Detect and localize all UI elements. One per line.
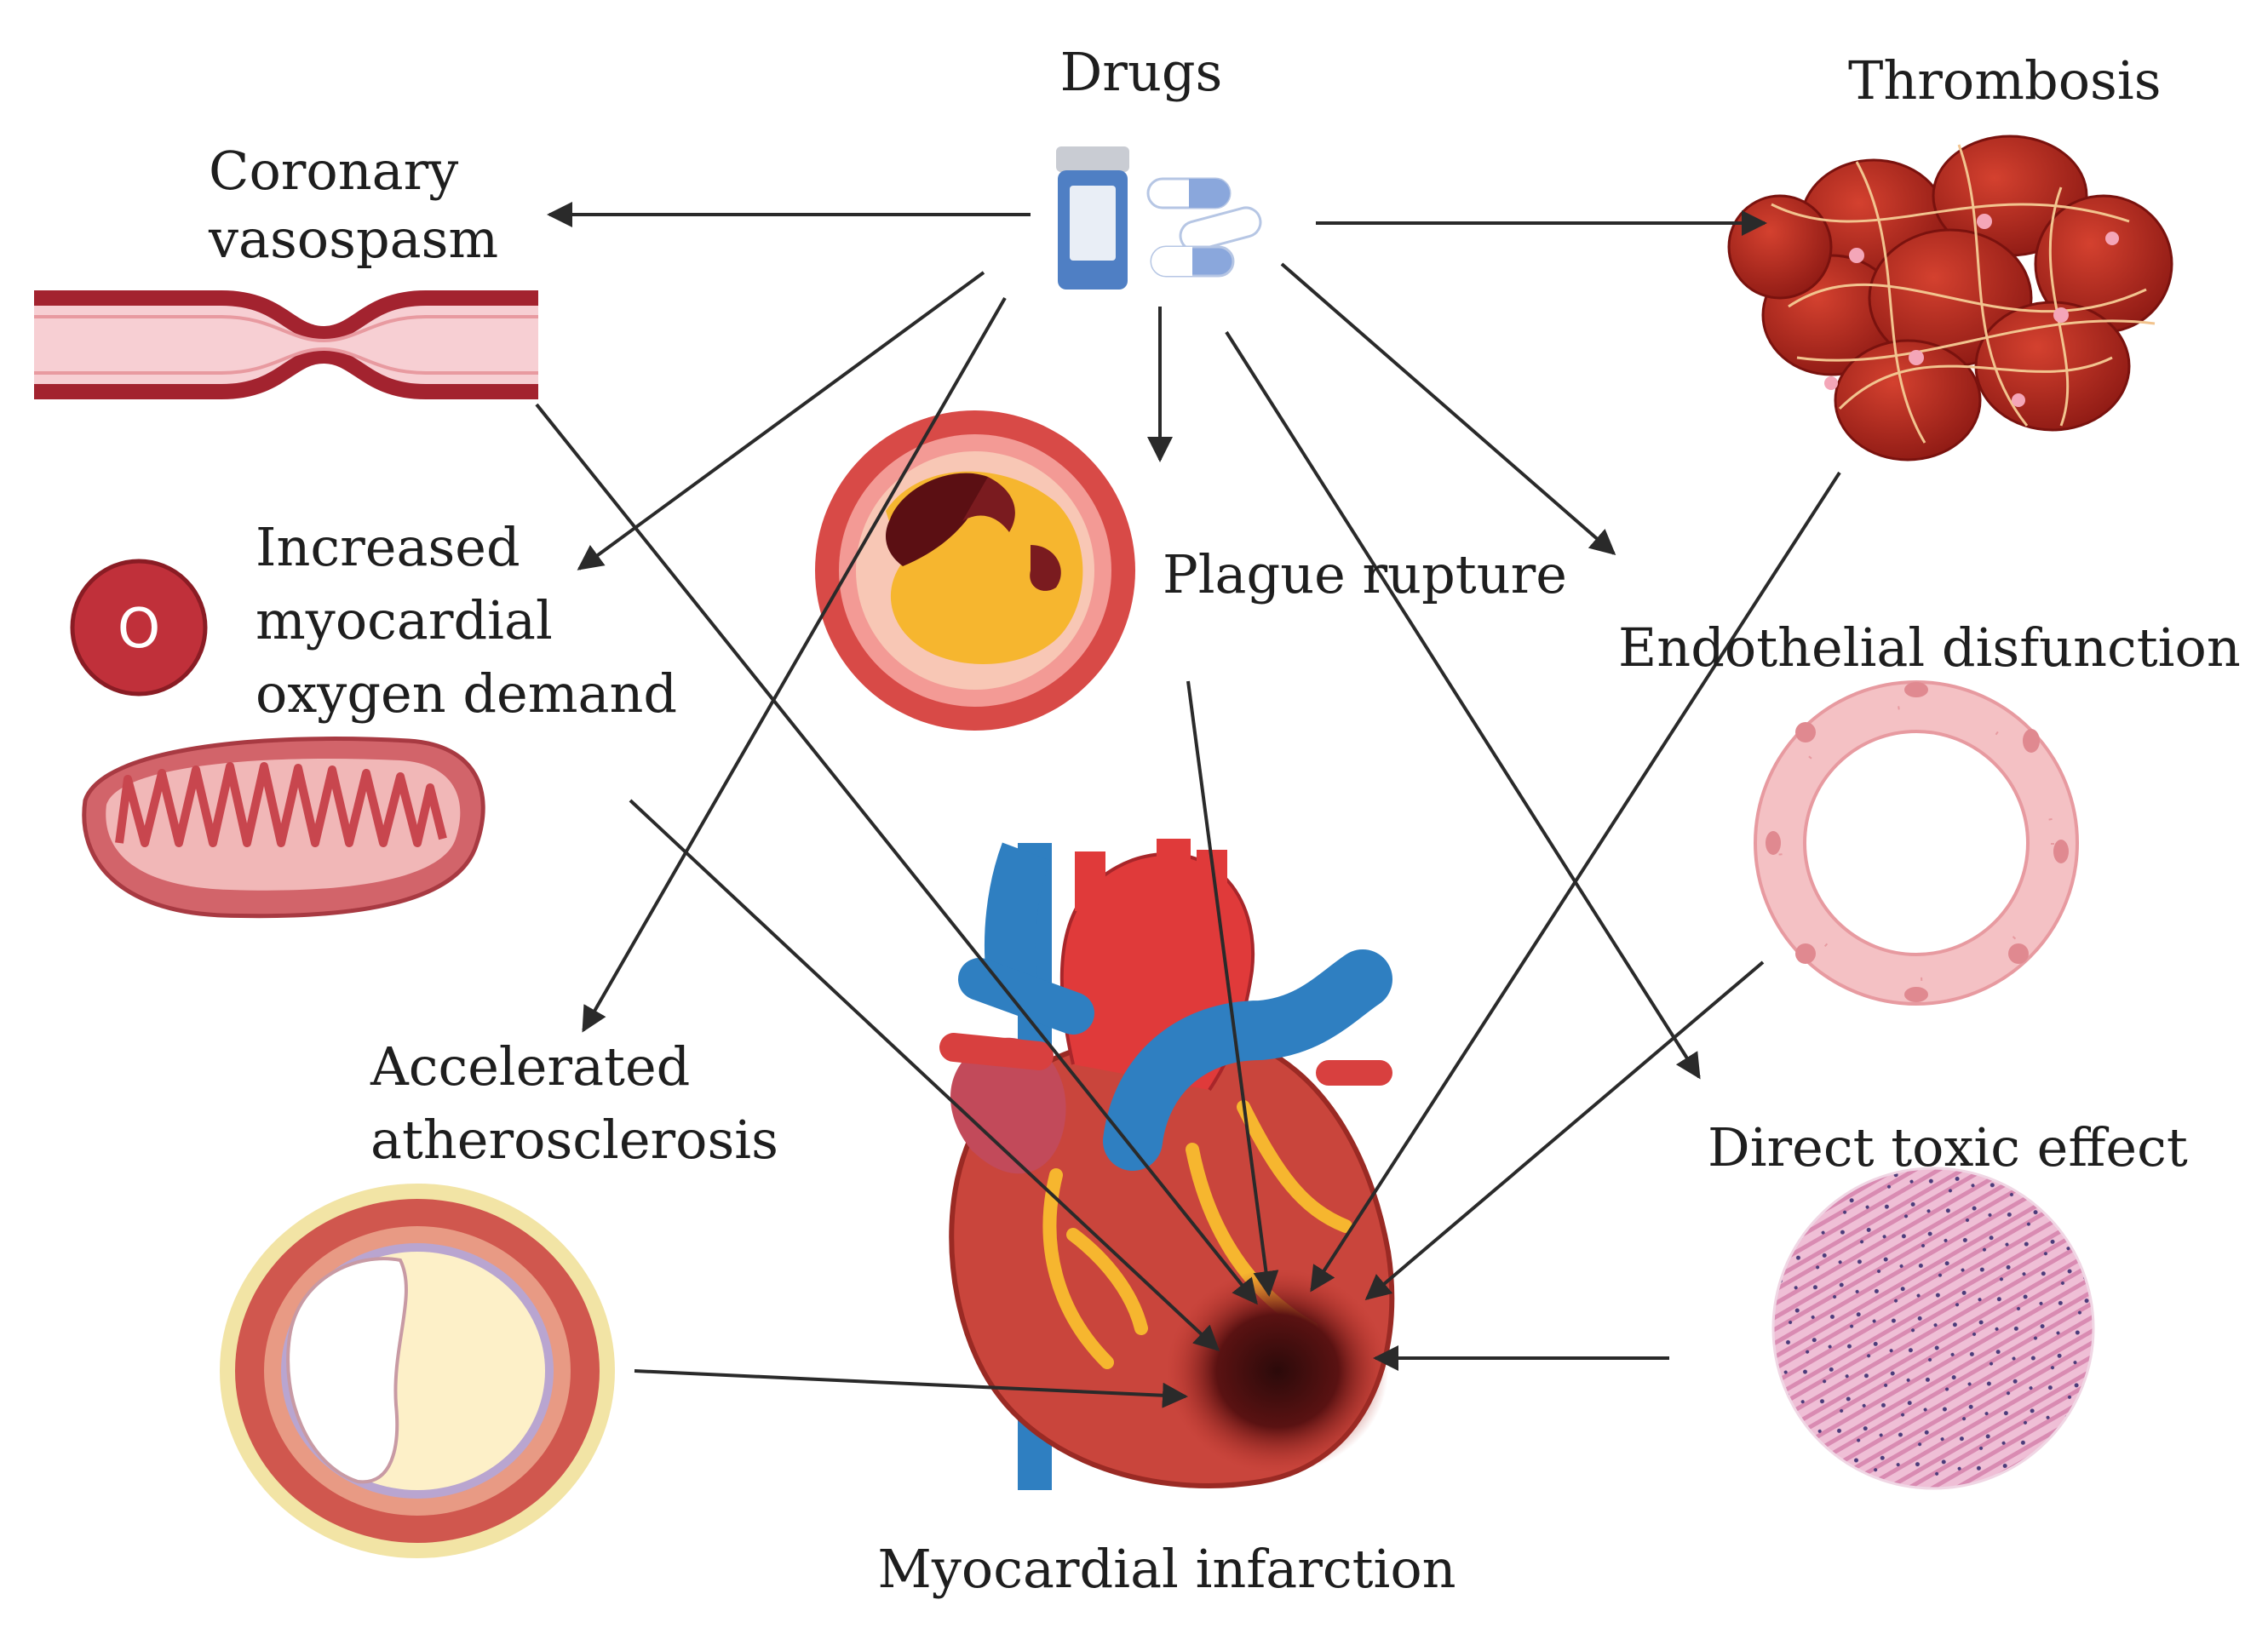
label-coronary-vasospasm-2: vasospasm xyxy=(209,208,499,270)
arrow-plaque-to-heart xyxy=(1186,680,1279,1297)
oxygen-symbol: O xyxy=(118,598,160,661)
arrow-drugs-to-oxygen-demand xyxy=(577,271,985,570)
arrow-drugs-to-toxic-effect xyxy=(1225,330,1701,1080)
arrow-atherosclerosis-to-heart xyxy=(634,1369,1188,1408)
label-increased-3: oxygen demand xyxy=(256,662,678,725)
arrow-drugs-to-endothelial xyxy=(1280,262,1616,555)
arrow-oxygen-demand-to-heart xyxy=(629,799,1220,1352)
heart-icon xyxy=(939,839,1395,1490)
label-coronary-vasospasm-1: Coronary xyxy=(209,140,459,202)
atherosclerosis-artery-icon xyxy=(220,1184,615,1558)
drug-arrows xyxy=(547,202,1767,1080)
oxygen-molecule-icon xyxy=(70,559,208,697)
tissue-histology-icon xyxy=(1771,1167,2095,1490)
label-increased-2: myocardial xyxy=(256,589,553,651)
label-endothelial: Endothelial disfunction xyxy=(1618,616,2241,679)
label-accelerated-2: atherosclerosis xyxy=(370,1109,778,1171)
label-direct-toxic: Direct toxic effect xyxy=(1708,1116,2188,1178)
label-increased-1: Increased xyxy=(256,516,520,578)
label-accelerated-1: Accelerated xyxy=(370,1035,691,1098)
infarction-arrows xyxy=(535,403,1841,1408)
drugs-icon xyxy=(1056,146,1262,290)
label-thrombosis: Thrombosis xyxy=(1848,49,2162,112)
arrow-drugs-to-atherosclerosis xyxy=(582,297,1007,1033)
mitochondrion-icon xyxy=(82,737,485,919)
arrow-vasospasm-to-heart xyxy=(535,403,1258,1305)
label-plaque-rupture: Plague rupture xyxy=(1163,543,1567,605)
endothelium-ring-icon xyxy=(1754,680,2079,1006)
arrow-thrombosis-to-heart xyxy=(1310,471,1841,1293)
label-myocardial-infarction: Myocardial infarction xyxy=(877,1538,1456,1600)
label-drugs: Drugs xyxy=(1059,41,1223,103)
thrombosis-clot-icon xyxy=(1727,135,2173,462)
vasospasm-vessel-icon xyxy=(34,290,538,399)
plaque-rupture-icon xyxy=(815,410,1135,731)
arrow-endothelial-to-heart xyxy=(1364,960,1765,1300)
